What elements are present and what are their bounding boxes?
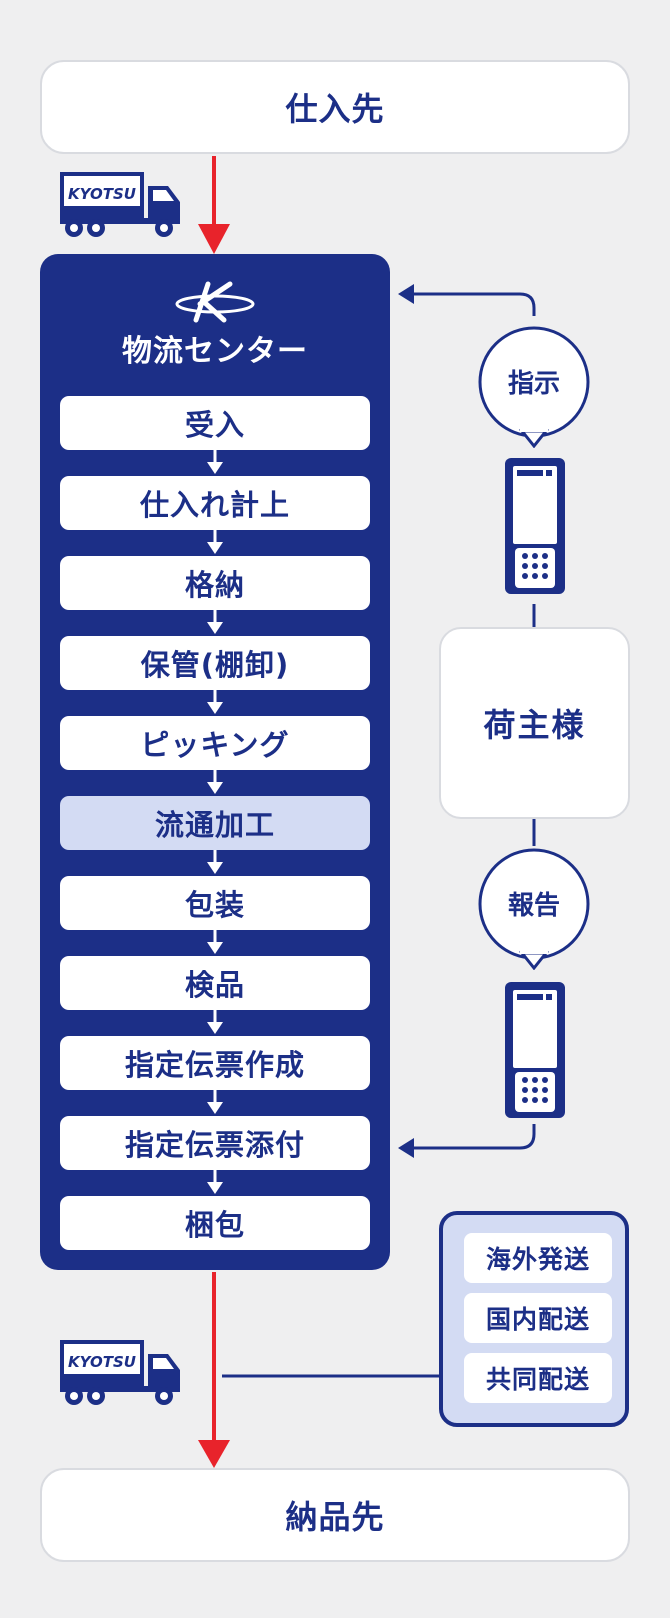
- step-arrow-icon: [207, 450, 223, 474]
- process-step: 格納: [60, 556, 370, 610]
- instruction-bubble: 指示: [478, 326, 590, 448]
- step-arrow-icon: [207, 530, 223, 554]
- svg-text:指示: 指示: [508, 369, 560, 399]
- center-title: 物流センター: [122, 334, 308, 369]
- svg-text:KYOTSU: KYOTSU: [68, 185, 136, 203]
- process-step: 流通加工: [60, 796, 370, 850]
- process-step: 保管(棚卸): [60, 636, 370, 690]
- report-bubble: 報告: [478, 848, 590, 970]
- process-step: 仕入れ計上: [60, 476, 370, 530]
- shipping-option-overseas: 海外発送: [464, 1233, 612, 1283]
- process-step: 受入: [60, 396, 370, 450]
- step-arrow-icon: [207, 1090, 223, 1114]
- step-arrow-icon: [207, 690, 223, 714]
- instruction-arrowhead: [398, 284, 414, 304]
- handheld-terminal-icon: [505, 982, 565, 1118]
- step-arrow-icon: [207, 610, 223, 634]
- step-arrow-icon: [207, 850, 223, 874]
- supplier-box: 仕入先: [40, 60, 630, 154]
- instruction-connector: [412, 292, 536, 316]
- process-step: 包装: [60, 876, 370, 930]
- step-arrow-icon: [207, 1010, 223, 1034]
- outbound-arrow: [198, 1272, 230, 1468]
- process-step: ピッキング: [60, 716, 370, 770]
- client-box: 荷主様: [439, 627, 630, 819]
- destination-box: 納品先: [40, 1468, 630, 1562]
- inbound-arrow: [198, 156, 230, 254]
- svg-text:報告: 報告: [508, 891, 560, 921]
- svg-text:KYOTSU: KYOTSU: [68, 1353, 136, 1371]
- handheld-terminal-icon: [505, 458, 565, 594]
- step-arrow-icon: [207, 1170, 223, 1194]
- step-arrow-icon: [207, 930, 223, 954]
- report-connector: [412, 1124, 536, 1150]
- shipping-option-domestic: 国内配送: [464, 1293, 612, 1343]
- process-step: 指定伝票添付: [60, 1116, 370, 1170]
- process-step: 検品: [60, 956, 370, 1010]
- report-arrowhead: [398, 1138, 414, 1158]
- truck-icon: KYOTSU: [60, 172, 180, 237]
- shipping-option-joint: 共同配送: [464, 1353, 612, 1403]
- process-step: 指定伝票作成: [60, 1036, 370, 1090]
- shipping-options-panel: 海外発送 国内配送 共同配送: [439, 1211, 629, 1427]
- step-arrow-icon: [207, 770, 223, 794]
- truck-icon: KYOTSU: [60, 1340, 180, 1405]
- company-logo-icon: [175, 281, 255, 323]
- process-step: 梱包: [60, 1196, 370, 1250]
